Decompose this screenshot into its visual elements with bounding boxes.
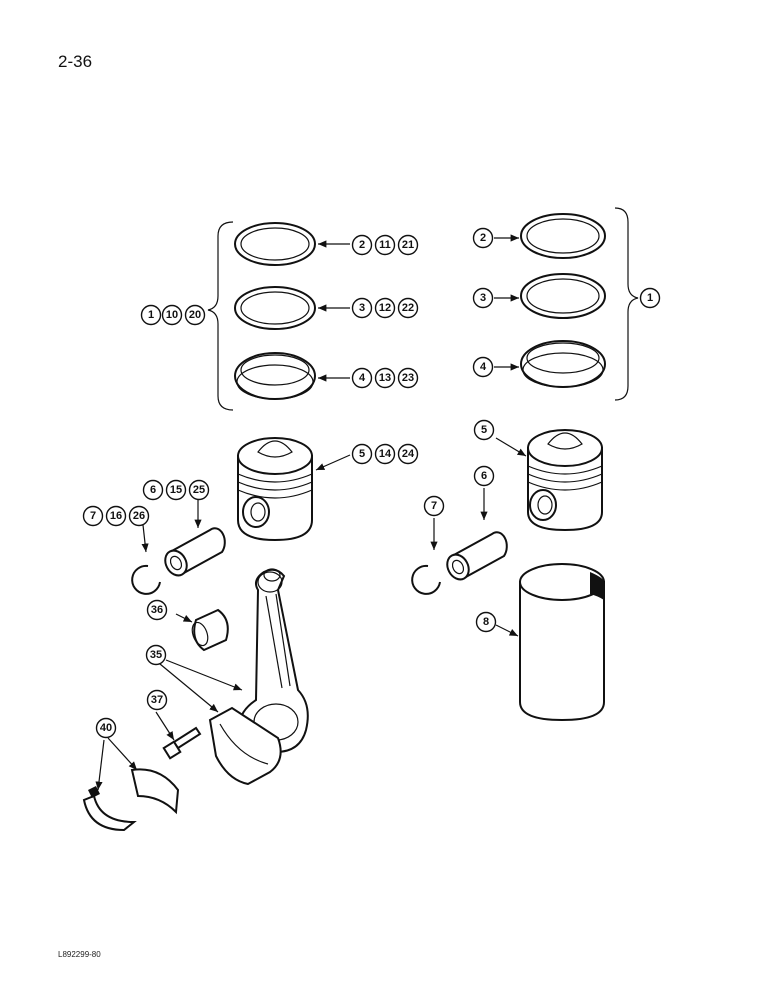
- connecting-rod-bolt: [155, 711, 202, 760]
- callout-right-piston: 5: [473, 419, 495, 441]
- callout-label-3: 3: [359, 302, 365, 314]
- callout-label-10: 10: [166, 309, 178, 321]
- callout-label-12: 12: [379, 302, 391, 314]
- cylinder-sleeve: [495, 563, 605, 722]
- callout-label-5b: 5: [481, 424, 487, 436]
- callout-label-26: 26: [133, 510, 145, 522]
- callout-top-ring: 2 11 21: [351, 234, 419, 256]
- oil-control-ring: [234, 352, 316, 400]
- callout-label-14: 14: [379, 448, 392, 460]
- callout-right-top-ring: 2: [472, 227, 494, 249]
- callout-label-2b: 2: [480, 232, 486, 244]
- small-end-bushing: [175, 608, 229, 652]
- callout-label-6b: 6: [481, 470, 487, 482]
- callout-label-20: 20: [189, 309, 201, 321]
- right-top-ring: [520, 213, 606, 259]
- callout-right-snap-ring: 7: [423, 495, 445, 517]
- right-piston: [495, 429, 603, 532]
- callout-label-7b: 7: [431, 500, 437, 512]
- left-ring-set: [207, 221, 350, 411]
- callout-second-ring: 3 12 22: [351, 297, 419, 319]
- callout-label-11: 11: [379, 239, 391, 251]
- right-bracket: [614, 207, 639, 401]
- left-piston: [237, 437, 351, 542]
- callout-label-35: 35: [150, 649, 162, 661]
- callout-label-4b: 4: [480, 361, 487, 373]
- callout-label-1: 1: [148, 309, 154, 321]
- second-compression-ring: [234, 286, 316, 330]
- left-bracket: [207, 221, 234, 411]
- callout-label-25: 25: [193, 484, 205, 496]
- right-ring-set: [494, 207, 639, 401]
- callout-right-second-ring: 3: [472, 287, 494, 309]
- callout-right-oil-ring: 4: [472, 356, 494, 378]
- callout-label-7: 7: [90, 510, 96, 522]
- callout-label-15: 15: [170, 484, 182, 496]
- callout-label-16: 16: [110, 510, 122, 522]
- callout-oil-ring: 4 13 23: [351, 367, 419, 389]
- callout-label-36: 36: [151, 604, 163, 616]
- callout-left-pin: 6 15 25: [142, 479, 210, 501]
- callout-label-24: 24: [402, 448, 415, 460]
- callout-label-23: 23: [402, 372, 414, 384]
- left-snap-ring: [131, 524, 161, 595]
- rod-bearing-shells: [82, 737, 180, 832]
- callout-bearing: 40: [95, 717, 117, 739]
- callout-bushing: 36: [146, 599, 168, 621]
- right-snap-ring: [411, 518, 441, 595]
- callout-left-piston: 5 14 24: [351, 443, 419, 465]
- right-piston-pin: [446, 488, 508, 581]
- page-number: 2-36: [58, 52, 93, 71]
- callout-bolt: 37: [146, 689, 168, 711]
- callout-right-ring-set: 1: [639, 287, 661, 309]
- figure-code: L892299-80: [58, 950, 101, 959]
- callout-label-4: 4: [359, 372, 366, 384]
- callout-label-40: 40: [100, 722, 112, 734]
- callout-ring-set-1: 1 10 20: [140, 304, 206, 326]
- callout-label-13: 13: [379, 372, 391, 384]
- callout-label-3b: 3: [480, 292, 486, 304]
- right-second-ring: [520, 273, 606, 319]
- callout-label-21: 21: [402, 239, 414, 251]
- callout-sleeve: 8: [475, 611, 497, 633]
- callout-label-22: 22: [402, 302, 414, 314]
- callout-label-6: 6: [150, 484, 156, 496]
- callout-left-snap-ring: 7 16 26: [82, 505, 150, 527]
- callout-label-2: 2: [359, 239, 365, 251]
- callout-right-pin: 6: [473, 465, 495, 487]
- callout-label-5: 5: [359, 448, 365, 460]
- top-compression-ring: [234, 222, 316, 266]
- left-piston-pin: [164, 500, 226, 577]
- callout-label-8: 8: [483, 616, 489, 628]
- connecting-rod-cap: [159, 659, 282, 786]
- right-oil-ring: [520, 340, 606, 388]
- callout-rod: 35: [145, 644, 167, 666]
- callout-label-37: 37: [151, 694, 163, 706]
- callout-label-1b: 1: [647, 292, 653, 304]
